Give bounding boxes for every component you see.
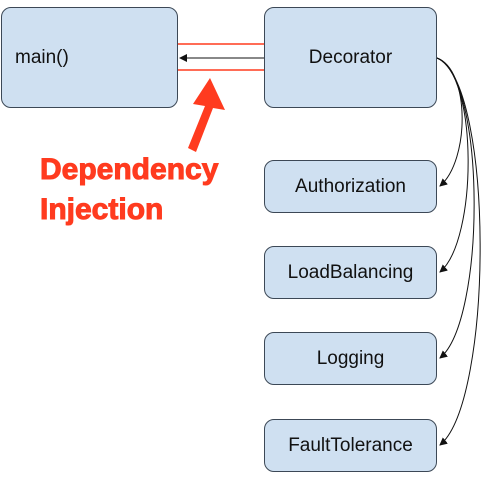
decorator-to-authorization-arrow: [436, 57, 463, 187]
main-node: main(): [1, 7, 178, 108]
annotation-line-2: Injection: [39, 193, 164, 227]
loadbalancing-node-label: LoadBalancing: [287, 261, 414, 283]
logging-node: Logging: [264, 332, 437, 385]
decorator-node: Decorator: [264, 7, 437, 108]
faulttolerance-node-label: FaultTolerance: [288, 434, 413, 456]
decorator-to-loadbalancing-arrow: [436, 57, 469, 273]
logging-node-label: Logging: [316, 347, 385, 369]
decorator-to-faulttolerance-arrow: [436, 57, 481, 446]
loadbalancing-node: LoadBalancing: [264, 246, 437, 299]
decorator-to-logging-arrow: [436, 57, 475, 359]
decorator-node-label: Decorator: [308, 46, 393, 68]
dependency-injection-annotation: Dependency Injection: [39, 150, 219, 230]
injection-highlight: [164, 43, 273, 71]
annotation-pointer-arrow: [188, 78, 225, 152]
main-node-label: main(): [15, 46, 69, 68]
faulttolerance-node: FaultTolerance: [264, 419, 437, 472]
authorization-node: Authorization: [264, 160, 437, 213]
annotation-line-1: Dependency: [39, 153, 219, 187]
authorization-node-label: Authorization: [295, 175, 406, 197]
